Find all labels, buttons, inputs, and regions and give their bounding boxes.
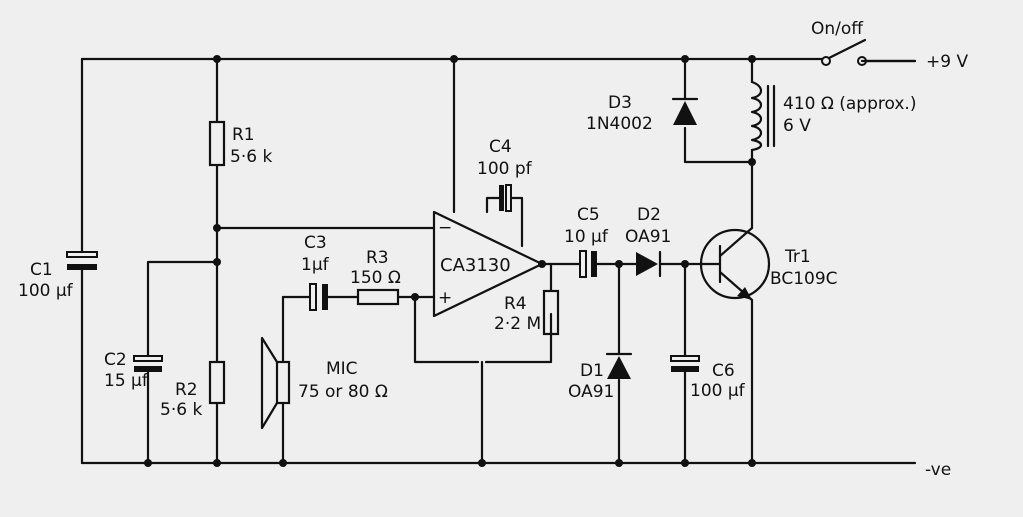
capacitor-c2 xyxy=(133,355,163,372)
r3-name: R3 xyxy=(366,248,389,268)
r4-value: 2·2 M xyxy=(494,314,541,334)
junction-dot xyxy=(144,459,152,467)
c1-value: 100 µf xyxy=(18,281,74,301)
r2-name: R2 xyxy=(175,380,198,400)
junction-dot xyxy=(213,459,221,467)
c3-value: 1µf xyxy=(301,255,330,275)
junction-dot xyxy=(478,459,486,467)
on-off-switch[interactable] xyxy=(821,38,867,66)
d3-name: D3 xyxy=(608,93,632,113)
c3-name: C3 xyxy=(304,233,327,253)
transistor-tr1 xyxy=(699,226,771,302)
c6-name: C6 xyxy=(712,361,735,381)
junction-dot xyxy=(213,224,221,232)
resistor-r4 xyxy=(542,289,560,336)
op-amp-ca3130 xyxy=(432,210,544,318)
r2-value: 5·6 k xyxy=(160,400,202,420)
d1-value: OA91 xyxy=(568,382,614,402)
r1-name: R1 xyxy=(232,125,255,145)
junction-dot xyxy=(615,459,623,467)
junction-dot xyxy=(615,260,623,268)
c2-value: 15 µf xyxy=(104,371,149,391)
junction-dot xyxy=(681,260,689,268)
capacitor-c1 xyxy=(66,251,98,270)
junction-dot xyxy=(411,293,419,301)
c6-value: 100 µf xyxy=(690,381,746,401)
c4-name: C4 xyxy=(489,137,512,157)
resistor-r2 xyxy=(208,360,226,405)
op-amp-minus-label: − xyxy=(438,218,452,238)
junction-dot xyxy=(279,459,287,467)
c5-name: C5 xyxy=(577,205,600,225)
relay-resistance: 410 Ω (approx.) xyxy=(783,94,916,114)
resistor-r1 xyxy=(208,120,226,167)
r4-name: R4 xyxy=(504,294,527,314)
d2-name: D2 xyxy=(637,205,661,225)
d2-value: OA91 xyxy=(625,227,671,247)
ground-label: -ve xyxy=(925,460,951,480)
r3-value: 150 Ω xyxy=(350,268,401,288)
junction-dot xyxy=(450,55,458,63)
diode-d2 xyxy=(636,250,662,278)
c1-name: C1 xyxy=(30,260,53,280)
op-amp-label: CA3130 xyxy=(440,255,511,276)
r1-value: 5·6 k xyxy=(230,147,272,167)
op-amp-plus-label: + xyxy=(438,288,452,308)
microphone xyxy=(260,336,291,430)
junction-dot xyxy=(213,55,221,63)
junction-dot xyxy=(681,55,689,63)
mic-value: 75 or 80 Ω xyxy=(298,382,388,402)
junction-dot xyxy=(681,459,689,467)
junction-dot xyxy=(748,55,756,63)
c5-value: 10 µf xyxy=(564,227,609,247)
c4-value: 100 pf xyxy=(477,159,533,179)
junction-dot xyxy=(748,459,756,467)
capacitor-c5 xyxy=(579,250,597,278)
resistor-r3 xyxy=(356,288,400,306)
capacitor-c4 xyxy=(499,184,512,212)
mic-name: MIC xyxy=(326,359,358,379)
d3-value: 1N4002 xyxy=(586,114,653,134)
junction-dot xyxy=(748,158,756,166)
diode-d3 xyxy=(671,97,699,125)
tr1-name: Tr1 xyxy=(784,247,811,267)
junction-dot xyxy=(213,258,221,266)
c2-name: C2 xyxy=(104,350,127,370)
capacitor-c6 xyxy=(670,355,700,372)
supply-label: +9 V xyxy=(926,52,968,72)
diode-d1 xyxy=(605,352,633,379)
d1-name: D1 xyxy=(580,361,604,381)
relay-voltage: 6 V xyxy=(783,116,811,136)
capacitor-c3 xyxy=(309,283,328,311)
switch-label: On/off xyxy=(811,19,864,39)
tr1-value: BC109C xyxy=(770,269,838,289)
relay-coil xyxy=(750,80,776,152)
